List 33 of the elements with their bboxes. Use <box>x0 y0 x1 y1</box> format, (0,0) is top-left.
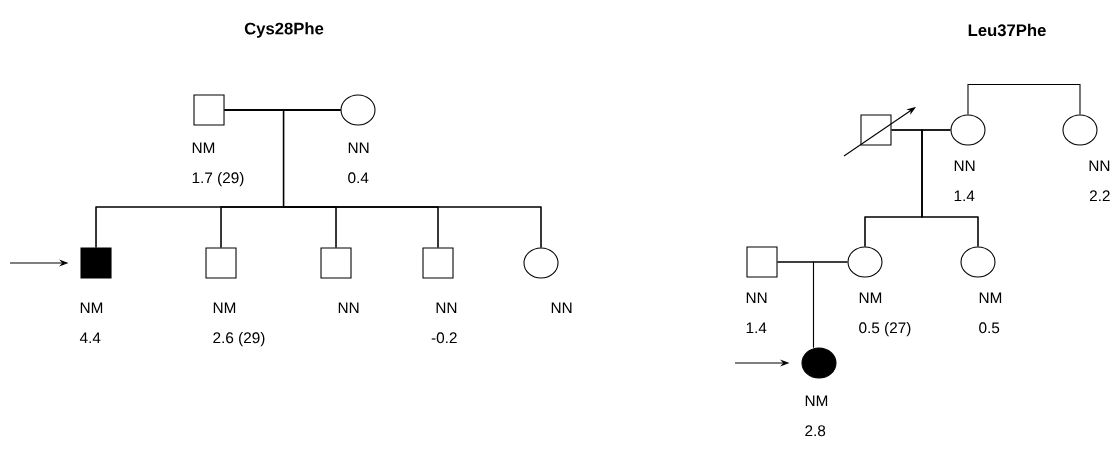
female-circle <box>340 94 376 126</box>
male-square <box>193 94 225 126</box>
male-square <box>205 247 237 279</box>
male-square <box>746 246 778 278</box>
pedigree-title: Cys28Phe <box>244 22 324 38</box>
female-circle <box>523 247 559 279</box>
affected-female-circle <box>801 347 837 379</box>
genotype-label: NN 1.4 <box>954 160 975 202</box>
pedigree-title: Leu37Phe <box>968 23 1046 37</box>
genotype-label: NM 4.4 <box>79 302 103 344</box>
male-square <box>320 247 352 279</box>
deceased-square <box>843 107 916 157</box>
genotype-label: NM 0.5 <box>979 292 1002 334</box>
female-circle <box>1062 114 1098 146</box>
genotype-label: NN 2.2 <box>1089 160 1110 202</box>
genotype-label: NM 2.6 (29) <box>213 302 265 347</box>
genotype-label: NN <box>551 302 572 314</box>
genotype-label: NN <box>338 302 359 314</box>
descent-line <box>282 109 542 248</box>
descent-line <box>812 261 848 348</box>
genotype-label: NN 1.4 <box>746 292 767 334</box>
descent-line <box>921 129 979 247</box>
male-square <box>422 247 454 279</box>
genotype-label: NM 1.7 (29) <box>192 142 244 187</box>
female-circle <box>950 114 986 146</box>
female-circle <box>847 246 883 278</box>
genotype-label: NM 2.8 <box>805 395 828 437</box>
affected-male-square <box>80 247 112 279</box>
genotype-label: NN -0.2 <box>431 302 457 344</box>
sibship-line <box>967 83 1081 115</box>
genotype-label: NM 0.5 (27) <box>859 292 911 337</box>
female-circle <box>960 246 996 278</box>
genotype-label: NN 0.4 <box>348 142 369 184</box>
